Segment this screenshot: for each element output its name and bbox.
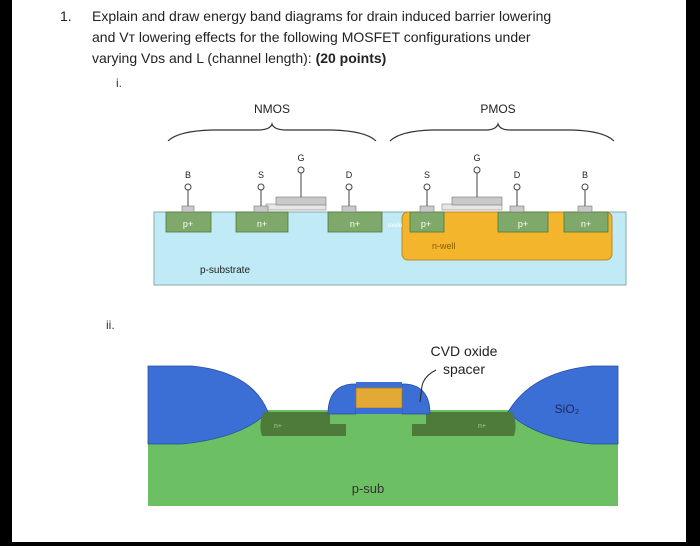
ldd-right <box>412 424 428 436</box>
spacer-annotation-line <box>419 369 437 403</box>
n-plus-source <box>260 412 330 436</box>
region-label: n+ <box>581 219 591 229</box>
nmos-brace <box>167 122 377 142</box>
n-plus-drain <box>426 412 516 436</box>
terminal-label: D <box>514 170 521 180</box>
n-plus-label: n+ <box>274 423 282 430</box>
region-label: n+ <box>257 219 267 229</box>
spacer-mosfet-cross-section: p-sub SiO₂ n+ n+ CVD oxide spacer <box>147 343 619 506</box>
region-label: p+ <box>183 219 193 229</box>
terminal-circles <box>184 166 589 191</box>
nmos-label: NMOS <box>254 102 290 116</box>
n-well-label: n-well <box>432 241 456 251</box>
sio2-label: SiO₂ <box>555 402 580 416</box>
terminal-label: S <box>258 170 264 180</box>
oxide-label: oxide <box>388 223 403 229</box>
terminal-label: B <box>185 170 191 180</box>
nmos-gate <box>275 196 327 206</box>
question-line-1: Explain and draw energy band diagrams fo… <box>92 8 552 24</box>
ldd-left <box>330 424 346 436</box>
part-i-label: i. <box>116 76 122 90</box>
p-sub-label: p-sub <box>352 481 385 496</box>
part-ii-label: ii. <box>106 318 115 332</box>
spacer-right <box>401 383 431 415</box>
terminal-label: B <box>582 170 588 180</box>
terminal-label: G <box>473 153 480 163</box>
gate <box>355 387 403 409</box>
terminal-label: S <box>424 170 430 180</box>
cvd-oxide-label: CVD oxide <box>431 343 498 359</box>
question-line-2: and Vᴛ lowering effects for the followin… <box>92 29 531 45</box>
pmos-gate <box>451 196 503 206</box>
spacer-left <box>327 383 357 415</box>
spacer-label: spacer <box>443 361 485 377</box>
pmos-label: PMOS <box>480 102 515 116</box>
p-substrate-label: p-substrate <box>200 265 250 276</box>
points-label: (20 points) <box>315 50 387 66</box>
question-line-3: varying Vᴅs and L (channel length): (20 … <box>92 50 386 66</box>
region-label: p+ <box>421 219 431 229</box>
terminal-label: G <box>297 153 304 163</box>
page: 1. Explain and draw energy band diagrams… <box>12 0 686 542</box>
contacts <box>181 205 593 213</box>
question-number: 1. <box>60 8 72 24</box>
region-label: p+ <box>518 219 528 229</box>
gate-oxide <box>356 408 402 414</box>
terminal-label: D <box>346 170 353 180</box>
question-line-3-text: varying Vᴅs and L (channel length): <box>92 50 316 66</box>
terminal-wires <box>187 173 586 206</box>
pmos-brace <box>389 122 615 142</box>
region-label: n+ <box>350 219 360 229</box>
cmos-cross-section: NMOS PMOS n-well p-substrate p+ n+ n+ ox… <box>153 102 627 286</box>
gate-cap <box>356 382 402 388</box>
n-plus-label: n+ <box>478 423 486 430</box>
